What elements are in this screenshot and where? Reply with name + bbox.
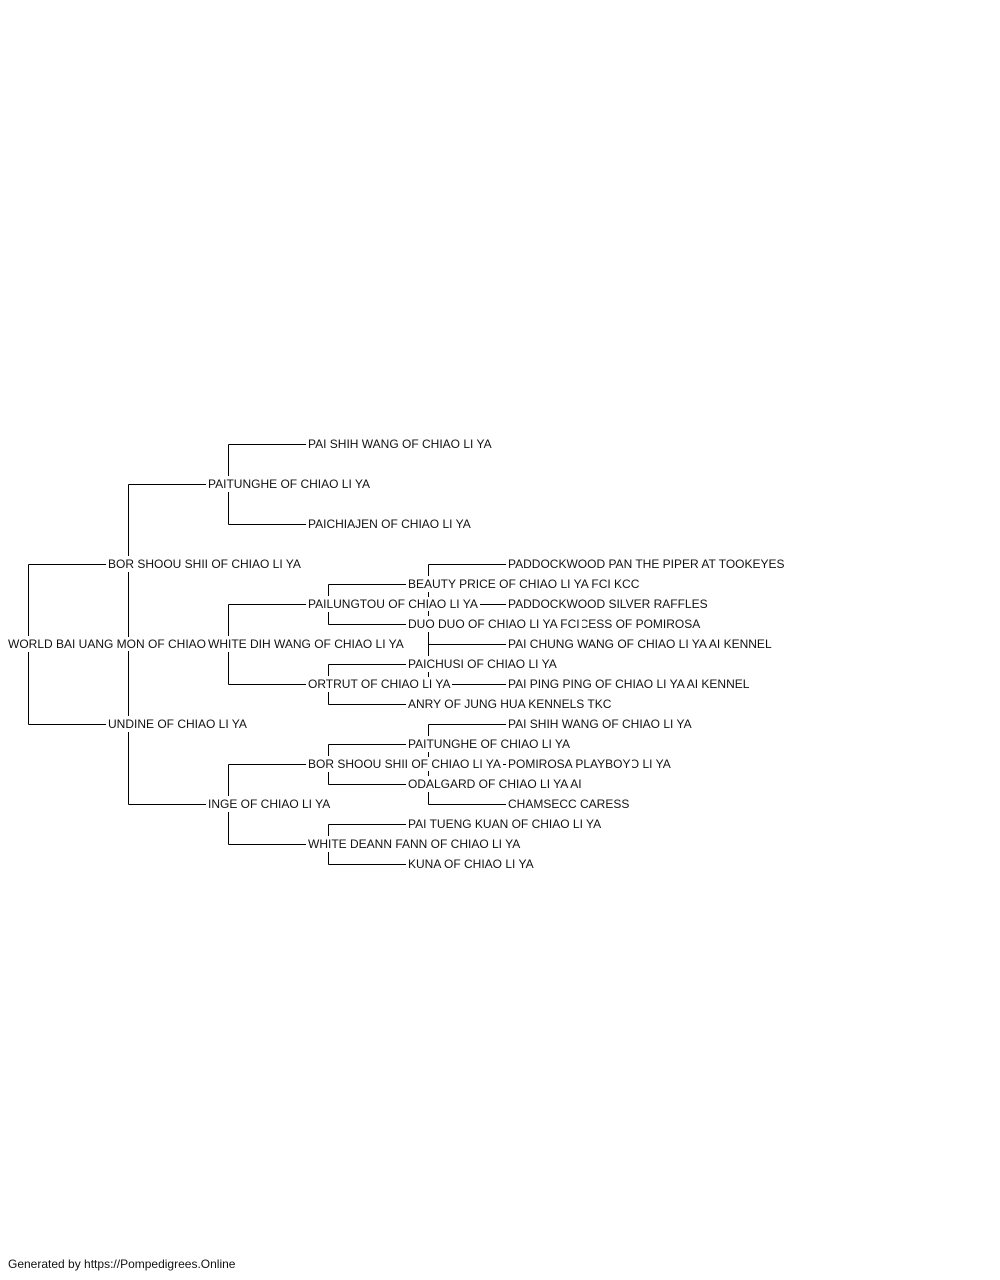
dam-name-gen-4: ODALGARD OF CHIAO LI YA AI [408,777,584,791]
sire-name-gen-4: PAICHUSI OF CHIAO LI YA [408,657,559,671]
sire-name-gen-5: PADDOCKWOOD SILVER RAFFLES [508,597,710,611]
subject-dog-name: WORLD BAI UANG MON OF CHIAO LI YA [8,637,240,651]
dam-name-gen-4: ANRY OF JUNG HUA KENNELS TKC [408,697,614,711]
footer-credit: Generated by https://Pompedigrees.Online [8,1257,236,1271]
sire-name-gen-5: PADDOCKWOOD PAN THE PIPER AT TOOKEYES [508,557,787,571]
dam-name-gen-4: KUNA OF CHIAO LI YA [408,857,536,871]
sire-name-gen-5: POMIROSA PLAYBOY [508,757,633,771]
dam-name-gen-3: PAICHIAJEN OF CHIAO LI YA [308,517,473,531]
sire-name-gen-4: PAI TUENG KUAN OF CHIAO LI YA [408,817,604,831]
sire-name-gen-5: PAI SHIH WANG OF CHIAO LI YA [508,717,694,731]
sire-name-gen-3: PAI SHIH WANG OF CHIAO LI YA [308,437,494,451]
sire-name-gen-5: PAI CHUNG WANG OF CHIAO LI YA AI KENNEL [508,637,774,651]
dam-name-gen-5: CHAMSECC CARESS [508,797,632,811]
dam-name-gen-1: UNDINE OF CHIAO LI YA [108,717,249,731]
sire-name-gen-4: BEAUTY PRICE OF CHIAO LI YA FCI KCC [408,577,642,591]
sire-name-gen-3: BOR SHOOU SHII OF CHIAO LI YA [308,757,503,771]
dam-name-gen-2: INGE OF CHIAO LI YA [208,797,333,811]
dam-name-gen-3: ORTRUT OF CHIAO LI YA [308,677,453,691]
sire-name-gen-3: PAILUNGTOU OF CHIAO LI YA [308,597,480,611]
sire-name-gen-4: PAITUNGHE OF CHIAO LI YA [408,737,573,751]
dam-name-gen-5: PAI PING PING OF CHIAO LI YA AI KENNEL [508,677,752,691]
sire-name-gen-2: WHITE DIH WANG OF CHIAO LI YA [208,637,406,651]
dam-name-gen-4: DUO DUO OF CHIAO LI YA FCI [408,617,582,631]
sire-name-gen-2: PAITUNGHE OF CHIAO LI YA [208,477,373,491]
dam-name-gen-3: WHITE DEANN FANN OF CHIAO LI YA [308,837,523,851]
sire-name-gen-1: BOR SHOOU SHII OF CHIAO LI YA [108,557,303,571]
